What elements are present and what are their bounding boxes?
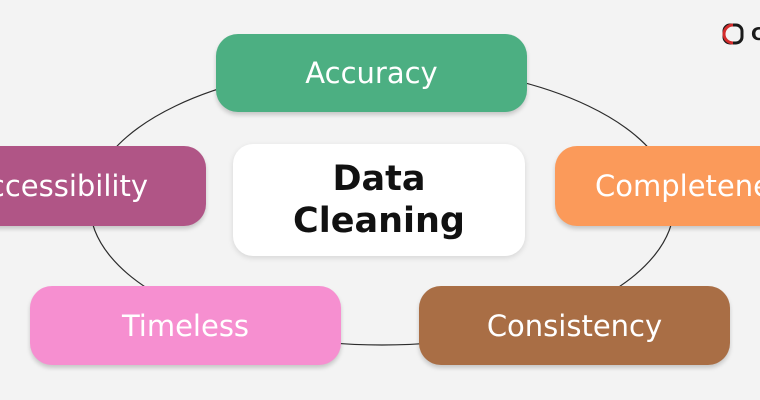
logo-text: C [751, 23, 760, 45]
node-consistency: Consistency [419, 286, 730, 365]
node-consistency-label: Consistency [486, 308, 663, 343]
node-accessibility: Accessibility [0, 146, 206, 226]
node-timeless-label: Timeless [121, 308, 250, 343]
center-title-line2: Cleaning [293, 201, 465, 241]
node-timeless: Timeless [30, 286, 341, 365]
node-accuracy: Accuracy [216, 34, 527, 112]
node-completeness-label: Completeness [595, 169, 760, 203]
center-title-line1: Data [332, 159, 426, 199]
node-completeness: Completeness [555, 146, 760, 226]
node-accessibility-label: Accessibility [0, 169, 148, 203]
logo-icon [722, 23, 744, 45]
center-title: Data Cleaning [233, 144, 525, 256]
node-accuracy-label: Accuracy [305, 56, 438, 90]
brand-logo: C [722, 22, 760, 46]
